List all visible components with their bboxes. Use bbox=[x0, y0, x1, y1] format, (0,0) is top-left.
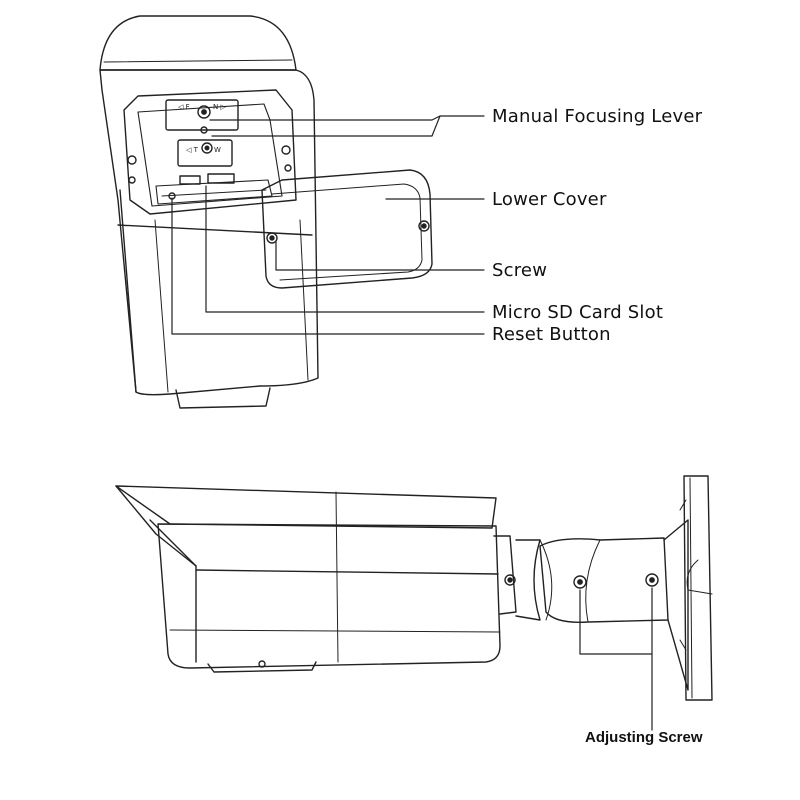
collar-screw bbox=[504, 574, 516, 586]
adjusting-screw-right bbox=[645, 573, 659, 587]
lens-lower-plate bbox=[177, 139, 233, 167]
label-reset-button: Reset Button bbox=[492, 324, 611, 345]
lens-mark-top-left: ◁ F bbox=[178, 103, 190, 111]
label-manual-focusing-lever: Manual Focusing Lever bbox=[492, 106, 703, 127]
compartment-frame bbox=[123, 89, 297, 215]
top-camera-view bbox=[99, 15, 319, 409]
wall-mount-base bbox=[663, 519, 689, 691]
side-camera-body bbox=[157, 523, 501, 669]
top-camera-sunshield bbox=[99, 15, 297, 71]
lens-mark-top-right: N ▷ bbox=[213, 103, 226, 111]
ball-joint bbox=[515, 539, 541, 621]
side-camera-sunshield bbox=[115, 485, 497, 529]
focus-knob-top bbox=[197, 105, 211, 119]
cover-screw-right bbox=[418, 220, 430, 232]
label-screw: Screw bbox=[492, 260, 548, 281]
bottom-leader-lines bbox=[579, 587, 653, 731]
lens-mark-bottom-right: W bbox=[214, 146, 221, 154]
focus-knob-bottom bbox=[201, 142, 213, 154]
top-camera-foot bbox=[175, 387, 271, 409]
lens-top-plate bbox=[165, 99, 239, 131]
card-slot-board bbox=[155, 179, 273, 205]
adjusting-screw-left bbox=[573, 575, 587, 589]
label-micro-sd-card-slot: Micro SD Card Slot bbox=[492, 302, 664, 323]
lens-markings: ◁ F N ▷ ◁ T W bbox=[178, 103, 226, 154]
bracket-arm bbox=[539, 537, 669, 623]
top-camera-body bbox=[99, 69, 319, 396]
top-leader-lines bbox=[171, 115, 485, 335]
cover-screw-left bbox=[266, 232, 278, 244]
lens-mark-bottom-left: ◁ T bbox=[186, 146, 199, 154]
label-adjusting-screw: Adjusting Screw bbox=[585, 729, 703, 746]
lower-cover-panel bbox=[261, 169, 433, 289]
label-lower-cover: Lower Cover bbox=[492, 189, 607, 210]
mount-collar bbox=[493, 535, 517, 615]
side-camera-view bbox=[115, 475, 713, 701]
